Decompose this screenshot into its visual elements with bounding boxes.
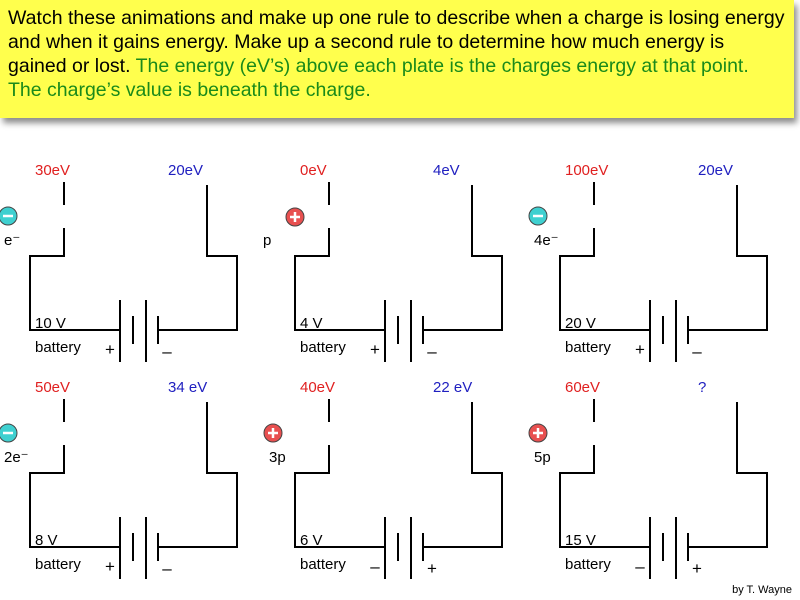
right-plate-energy: 20eV [698,162,733,179]
positive-charge-icon [263,423,283,443]
battery-label: battery [300,339,346,356]
charge-value: 4e⁻ [534,232,559,249]
battery-voltage: 4 V [300,315,323,332]
battery-voltage: 8 V [35,532,58,549]
left-plate-energy: 40eV [300,379,335,396]
battery-left-terminal: – [635,557,645,576]
battery-left-terminal: + [370,340,380,359]
positive-charge-icon [528,423,548,443]
battery-left-terminal: + [105,557,115,576]
right-plate-wire [423,185,503,331]
right-plate-wire [688,402,768,548]
negative-charge-icon [0,423,18,443]
positive-charge-icon [285,207,305,227]
left-plate-wire [559,228,650,331]
charge-value: p [263,232,271,249]
battery-label: battery [565,556,611,573]
right-plate-wire [158,402,238,548]
circuit-5: 40eV 22 eV 6 V battery – +3p [263,379,503,579]
left-plate-energy: 50eV [35,379,70,396]
left-plate-wire [29,228,120,331]
charge-value: 3p [269,449,286,466]
right-plate-energy: 20eV [168,162,203,179]
circuit-6: 60eV? 15 V battery – +5p [528,379,768,579]
left-plate-wire [559,445,650,548]
battery-left-terminal: + [105,340,115,359]
left-plate-wire [29,445,120,548]
left-plate-energy: 30eV [35,162,70,179]
right-plate-wire [688,185,768,331]
charge-value: 5p [534,449,551,466]
author-credit: by T. Wayne [732,584,792,596]
battery-right-terminal: + [692,559,702,578]
battery-label: battery [300,556,346,573]
battery-right-terminal: – [162,342,172,361]
battery-left-terminal: – [370,557,380,576]
circuit-2: 0eV 4eV 4 V battery + – p [263,162,503,362]
battery-right-terminal: – [162,559,172,578]
negative-charge-icon [0,206,18,226]
battery-label: battery [35,556,81,573]
battery-right-terminal: – [427,342,437,361]
battery-voltage: 6 V [300,532,323,549]
right-plate-energy: 22 eV [433,379,472,396]
battery-voltage: 20 V [565,315,596,332]
left-plate-wire [294,228,385,331]
instruction-note: The energy (eV’s) above each plate is th… [8,55,749,101]
left-plate-energy: 100eV [565,162,608,179]
right-plate-wire [158,185,238,331]
battery-voltage: 15 V [565,532,596,549]
right-plate-energy: ? [698,379,706,396]
instruction-banner: Watch these animations and make up one r… [0,0,794,118]
battery-right-terminal: + [427,559,437,578]
charge-value: 2e⁻ [4,449,29,466]
circuit-1: 30eV 20eV 10 V battery + – e⁻ [0,162,238,362]
negative-charge-icon [528,206,548,226]
right-plate-energy: 34 eV [168,379,207,396]
battery-right-terminal: – [692,342,702,361]
battery-label: battery [35,339,81,356]
instruction-text: Watch these animations and make up one r… [8,7,785,77]
left-plate-energy: 0eV [300,162,327,179]
right-plate-energy: 4eV [433,162,460,179]
left-plate-wire [294,445,385,548]
battery-label: battery [565,339,611,356]
battery-left-terminal: + [635,340,645,359]
charge-value: e⁻ [4,232,20,249]
battery-voltage: 10 V [35,315,66,332]
circuit-4: 50eV 34 eV 8 V battery + – 2e⁻ [0,379,238,579]
left-plate-energy: 60eV [565,379,600,396]
right-plate-wire [423,402,503,548]
circuit-3: 100eV 20eV 20 V battery + – 4e⁻ [528,162,768,362]
